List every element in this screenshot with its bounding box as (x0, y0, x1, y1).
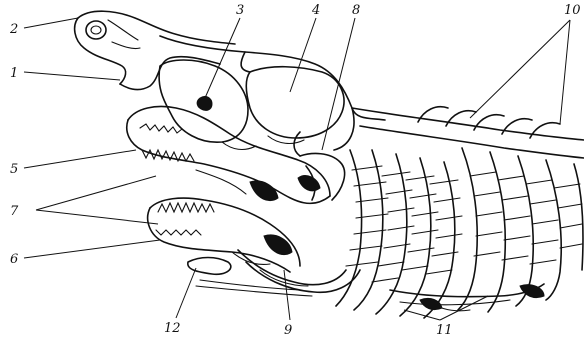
branchial-arches (336, 150, 544, 318)
label-5: 5 (10, 162, 18, 177)
leader-3 (205, 18, 240, 98)
number-labels: 1 2 3 4 8 10 5 7 6 12 9 11 (9, 3, 581, 338)
leader-11a (404, 310, 440, 320)
leader-1 (24, 72, 120, 80)
label-10: 10 (564, 3, 581, 18)
leader-7b (36, 210, 158, 224)
labial-cartilage (188, 258, 312, 297)
leader-8 (322, 18, 355, 150)
label-12: 12 (164, 321, 181, 336)
label-4: 4 (311, 3, 320, 18)
label-6: 6 (10, 252, 18, 267)
label-3: 3 (236, 3, 244, 18)
label-11: 11 (436, 323, 453, 338)
leader-11b (440, 296, 488, 320)
vertebral-column (352, 107, 584, 312)
leader-4 (290, 18, 316, 92)
leader-6 (24, 240, 160, 258)
leader-7a (36, 176, 156, 210)
leader-12 (176, 268, 196, 318)
leader-5 (24, 150, 136, 168)
label-8: 8 (352, 3, 360, 18)
label-1: 1 (10, 66, 18, 81)
leader-10a (470, 20, 570, 118)
label-7: 7 (10, 204, 19, 219)
label-2: 2 (9, 22, 18, 37)
label-9: 9 (284, 323, 292, 338)
leader-lines (24, 18, 570, 320)
leader-10b (560, 20, 570, 124)
leader-2 (24, 18, 78, 28)
